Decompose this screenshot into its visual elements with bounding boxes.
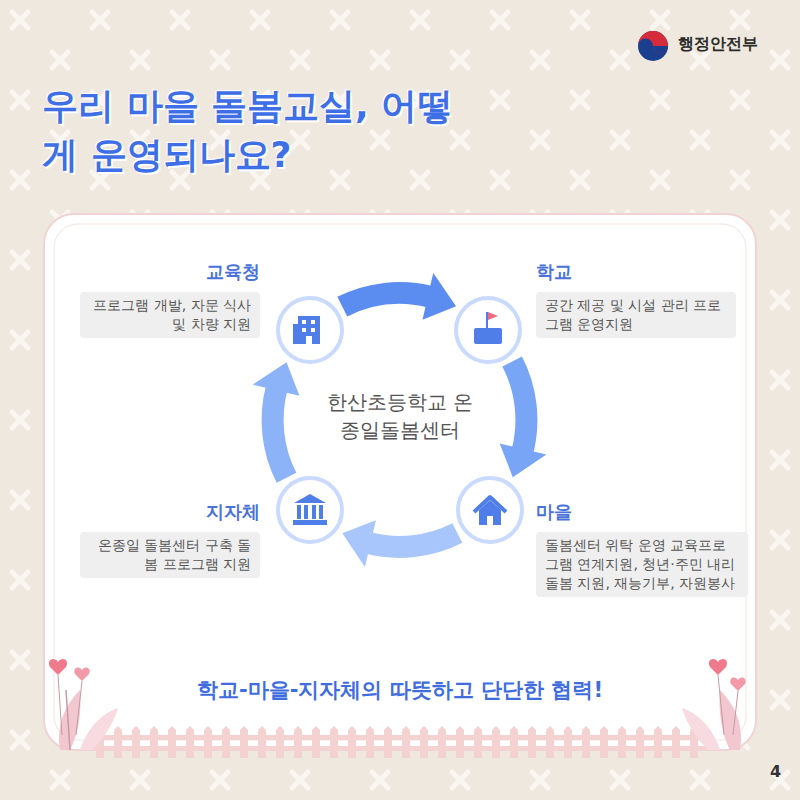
icon-anchor <box>276 476 344 544</box>
cycle-arrow <box>253 362 300 478</box>
icon-government <box>278 478 342 542</box>
gov-logo <box>638 31 668 61</box>
arrow-head <box>423 273 457 320</box>
arrow-head <box>500 444 547 478</box>
roles-wrap: 공간 제공 및 시설 관리 프로그램 운영지원 <box>536 292 736 338</box>
cycle-arrow <box>342 273 456 320</box>
cycle-arrow <box>500 362 547 478</box>
roles-wrap: 온종일 돌봄센터 구축 돌봄 프로그램 지원 <box>80 532 260 578</box>
icon-house <box>458 478 522 542</box>
page-number: 4 <box>770 762 781 781</box>
icon-anchor <box>276 296 344 364</box>
icon-office <box>278 298 342 362</box>
actor-node: 지자체온종일 돌봄센터 구축 돌봄 프로그램 지원 <box>80 500 260 578</box>
fence <box>90 735 710 750</box>
icon-anchor <box>454 296 522 364</box>
flower-left <box>49 659 118 750</box>
actor-heading: 교육청 <box>80 260 260 284</box>
actor-node: 교육청프로그램 개발, 자문 식사 및 차량 지원 <box>80 260 260 338</box>
actor-node: 마을돌봄센터 위탁 운영 교육프로그램 연계지원, 청년·주민 내리돌봄 지원,… <box>536 500 748 597</box>
arrow-head <box>342 520 376 567</box>
arrow-head <box>253 362 300 396</box>
center-label: 한산초등학교 온종일돌봄센터 <box>322 388 478 444</box>
actor-heading: 마을 <box>536 500 748 524</box>
actor-heading: 지자체 <box>80 500 260 524</box>
actor-roles: 온종일 돌봄센터 구축 돌봄 프로그램 지원 <box>80 532 260 578</box>
actor-roles: 공간 제공 및 시설 관리 프로그램 운영지원 <box>536 292 736 338</box>
actor-roles: 프로그램 개발, 자문 식사 및 차량 지원 <box>80 292 260 338</box>
roles-wrap: 프로그램 개발, 자문 식사 및 차량 지원 <box>80 292 260 338</box>
flower-right <box>682 659 746 750</box>
panel-inner-line <box>54 224 746 740</box>
arrow-shaft <box>273 388 287 478</box>
icon-school <box>456 298 520 362</box>
fence-pickets <box>96 726 698 758</box>
actor-heading: 학교 <box>536 260 736 284</box>
actor-roles: 돌봄센터 위탁 운영 교육프로그램 연계지원, 청년·주민 내리돌봄 지원, 재… <box>536 532 748 597</box>
arrow-shaft <box>368 533 457 547</box>
page-title: 우리 마을 돌봄교실, 어떻게 운영되나요? <box>42 82 472 179</box>
actor-node: 학교공간 제공 및 시설 관리 프로그램 운영지원 <box>536 260 736 338</box>
roles-wrap: 돌봄센터 위탁 운영 교육프로그램 연계지원, 청년·주민 내리돌봄 지원, 재… <box>536 532 748 597</box>
org-name: 행정안전부 <box>678 34 758 55</box>
cycle-arrow <box>342 520 457 567</box>
content-panel <box>44 214 756 750</box>
icon-anchor <box>456 476 524 544</box>
caption: 학교-마을-지자체의 따뜻하고 단단한 협력! <box>60 676 740 704</box>
arrow-shaft <box>512 362 526 452</box>
arrow-shaft <box>342 293 430 307</box>
